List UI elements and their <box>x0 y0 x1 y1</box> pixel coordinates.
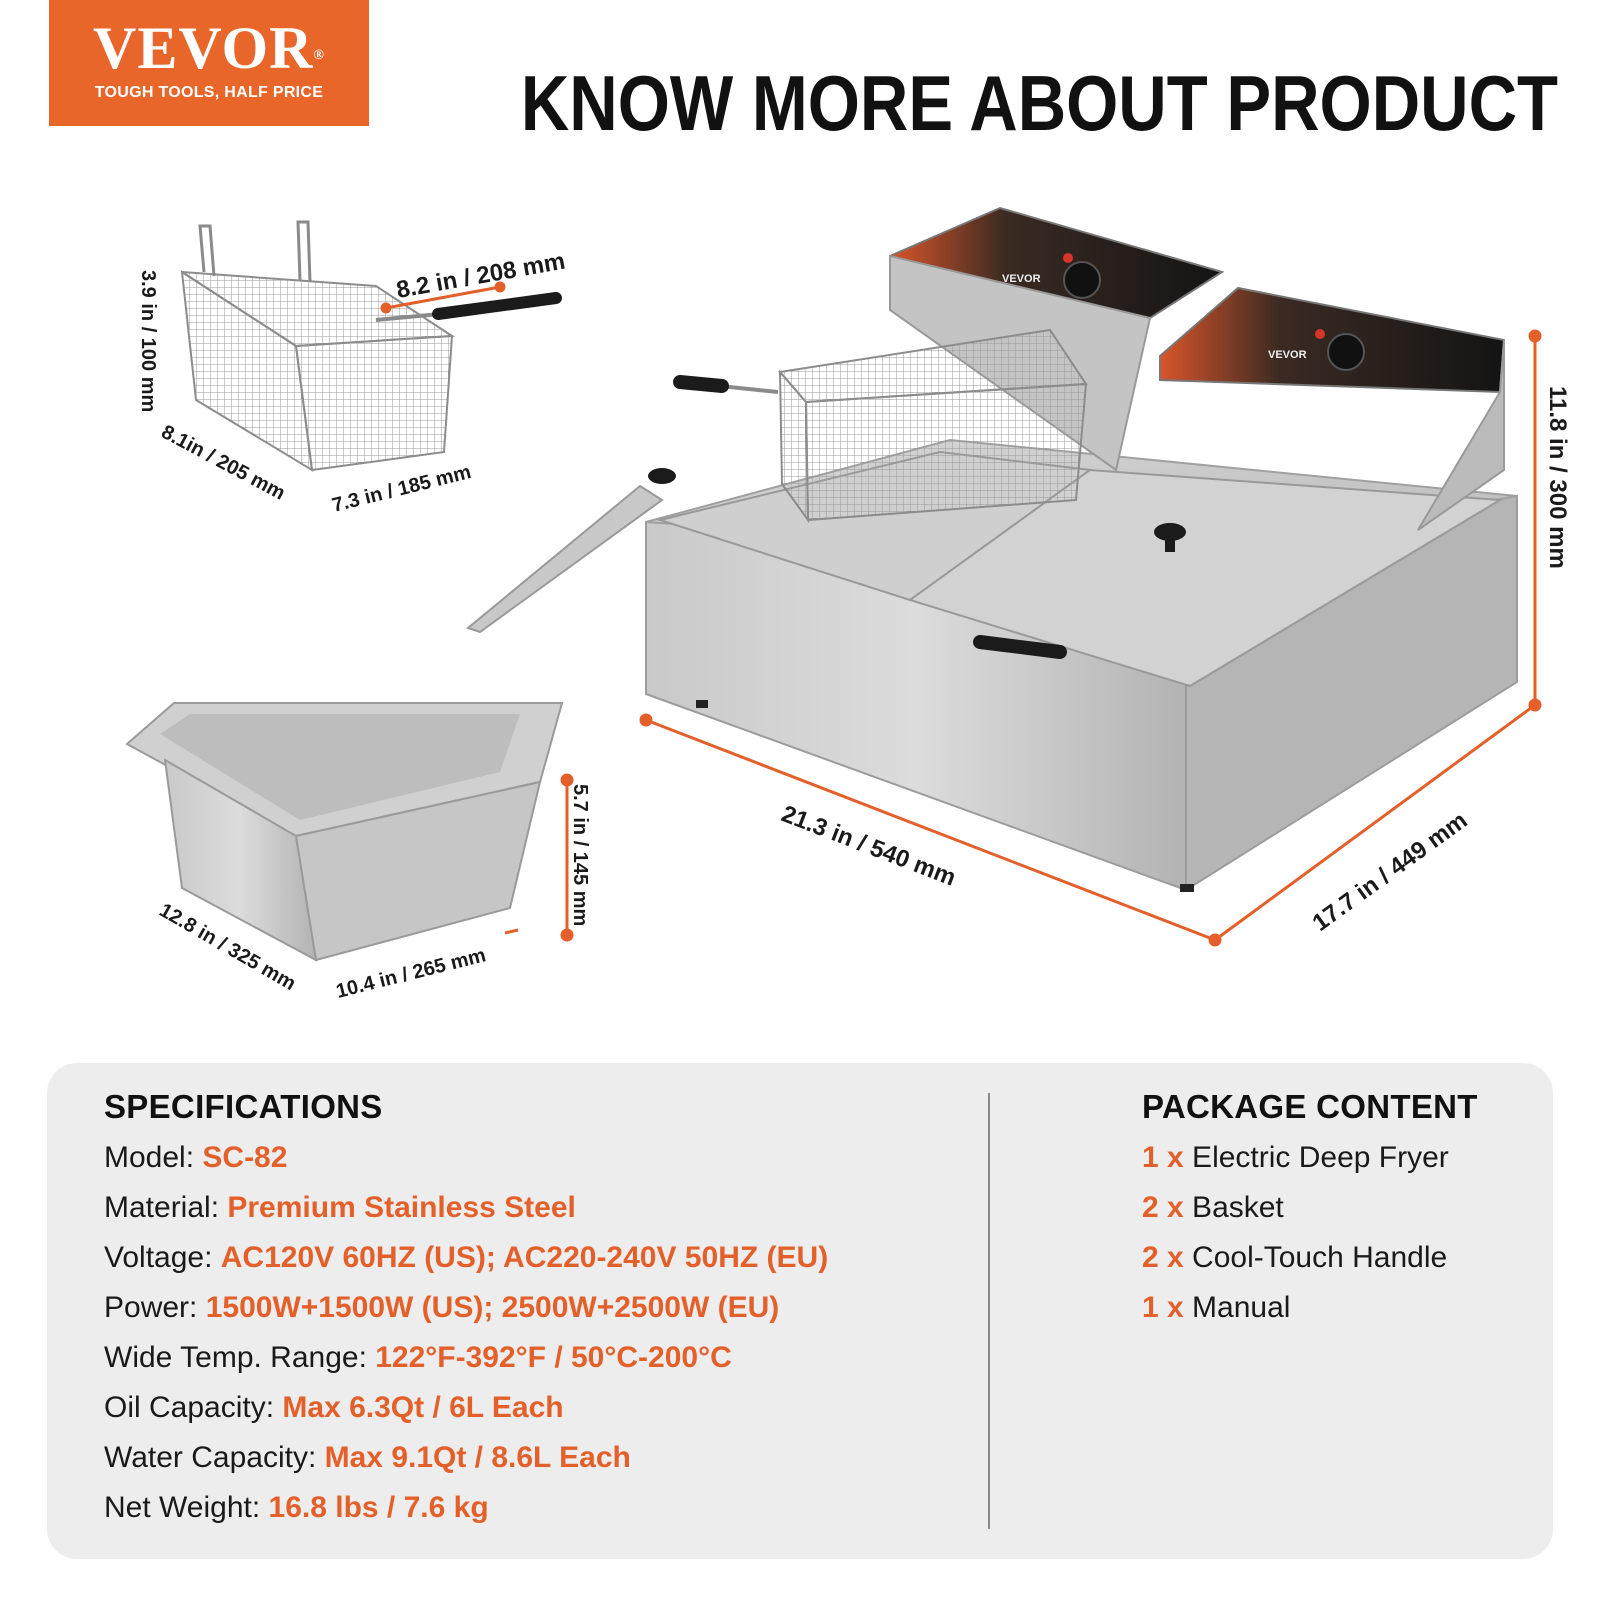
spec-label: Voltage: <box>104 1241 221 1274</box>
package-item: 2 x Cool-Touch Handle <box>1142 1241 1447 1275</box>
package-item-name: Basket <box>1183 1191 1284 1224</box>
spec-value: Premium Stainless Steel <box>227 1191 576 1224</box>
dimension-lines <box>380 281 1542 947</box>
specs-panel <box>47 1063 1553 1559</box>
logo-tagline: TOUGH TOOLS, HALF PRICE <box>94 84 324 101</box>
page-headline: KNOW MORE ABOUT PRODUCT <box>520 59 1558 147</box>
spec-row-temp-range: Wide Temp. Range: 122°F-392°F / 50°C-200… <box>104 1341 732 1375</box>
package-content-title: PACKAGE CONTENT <box>1142 1088 1478 1125</box>
logo-brand: VEVOR <box>93 15 314 81</box>
dim-tank-width: 10.4 in / 265 mm <box>334 944 488 1002</box>
spec-value: AC120V 60HZ (US); AC220-240V 50HZ (EU) <box>220 1241 829 1274</box>
dim-tank-height: 5.7 in / 145 mm <box>569 784 591 926</box>
spec-value: 122°F-392°F / 50°C-200°C <box>375 1341 732 1374</box>
spec-value: Max 6.3Qt / 6L Each <box>282 1391 564 1424</box>
package-qty: 1 x <box>1142 1141 1184 1174</box>
package-item-name: Electric Deep Fryer <box>1183 1141 1449 1174</box>
dim-basket-width: 7.3 in / 185 mm <box>330 461 473 517</box>
dim-basket-height: 3.9 in / 100 mm <box>137 270 159 412</box>
registered-mark: ® <box>313 48 325 63</box>
spec-row-material: Material: Premium Stainless Steel <box>104 1191 576 1225</box>
spec-label: Material: <box>104 1191 228 1224</box>
svg-text:VEVOR: VEVOR <box>1268 349 1307 361</box>
product-illustration: VEVOR VEVOR 8.2 in / 208 mm 3.9 in / 100… <box>125 206 1571 1003</box>
svg-text:VEVOR: VEVOR <box>1002 273 1041 285</box>
spec-label: Net Weight: <box>104 1491 269 1524</box>
vevor-logo: VEVOR® TOUGH TOOLS, HALF PRICE <box>49 0 369 126</box>
spec-row-net-weight: Net Weight: 16.8 lbs / 7.6 kg <box>104 1491 489 1525</box>
spec-label: Water Capacity: <box>104 1441 325 1474</box>
spec-row-power: Power: 1500W+1500W (US); 2500W+2500W (EU… <box>104 1291 779 1325</box>
specifications-title: SPECIFICATIONS <box>104 1088 383 1125</box>
fryer-image: VEVOR VEVOR <box>465 206 1518 892</box>
package-qty: 1 x <box>1142 1291 1184 1324</box>
package-item: 2 x Basket <box>1142 1191 1284 1225</box>
spec-label: Model: <box>104 1141 203 1174</box>
spec-row-voltage: Voltage: AC120V 60HZ (US); AC220-240V 50… <box>104 1241 828 1275</box>
spec-value: SC-82 <box>202 1141 288 1174</box>
package-item-name: Cool-Touch Handle <box>1183 1241 1448 1274</box>
spec-value: Max 9.1Qt / 8.6L Each <box>324 1441 631 1474</box>
spec-label: Power: <box>104 1291 206 1324</box>
spec-value: 1500W+1500W (US); 2500W+2500W (EU) <box>205 1291 780 1324</box>
spec-value: 16.8 lbs / 7.6 kg <box>268 1491 489 1524</box>
package-qty: 2 x <box>1142 1191 1184 1224</box>
dim-fryer-depth: 17.7 in / 449 mm <box>1308 807 1473 937</box>
package-item: 1 x Manual <box>1142 1291 1290 1325</box>
spec-label: Wide Temp. Range: <box>104 1341 376 1374</box>
spec-row-model: Model: SC-82 <box>104 1141 287 1175</box>
panel-divider <box>988 1093 990 1529</box>
package-item: 1 x Electric Deep Fryer <box>1142 1141 1449 1175</box>
basket-image <box>180 220 562 472</box>
spec-label: Oil Capacity: <box>104 1391 283 1424</box>
dim-fryer-height: 11.8 in / 300 mm <box>1544 386 1571 569</box>
spec-row-oil-capacity: Oil Capacity: Max 6.3Qt / 6L Each <box>104 1391 564 1425</box>
dim-fryer-width: 21.3 in / 540 mm <box>778 800 960 891</box>
package-item-name: Manual <box>1183 1291 1291 1324</box>
tank-image <box>125 702 564 962</box>
spec-row-water-capacity: Water Capacity: Max 9.1Qt / 8.6L Each <box>104 1441 631 1475</box>
package-qty: 2 x <box>1142 1241 1184 1274</box>
